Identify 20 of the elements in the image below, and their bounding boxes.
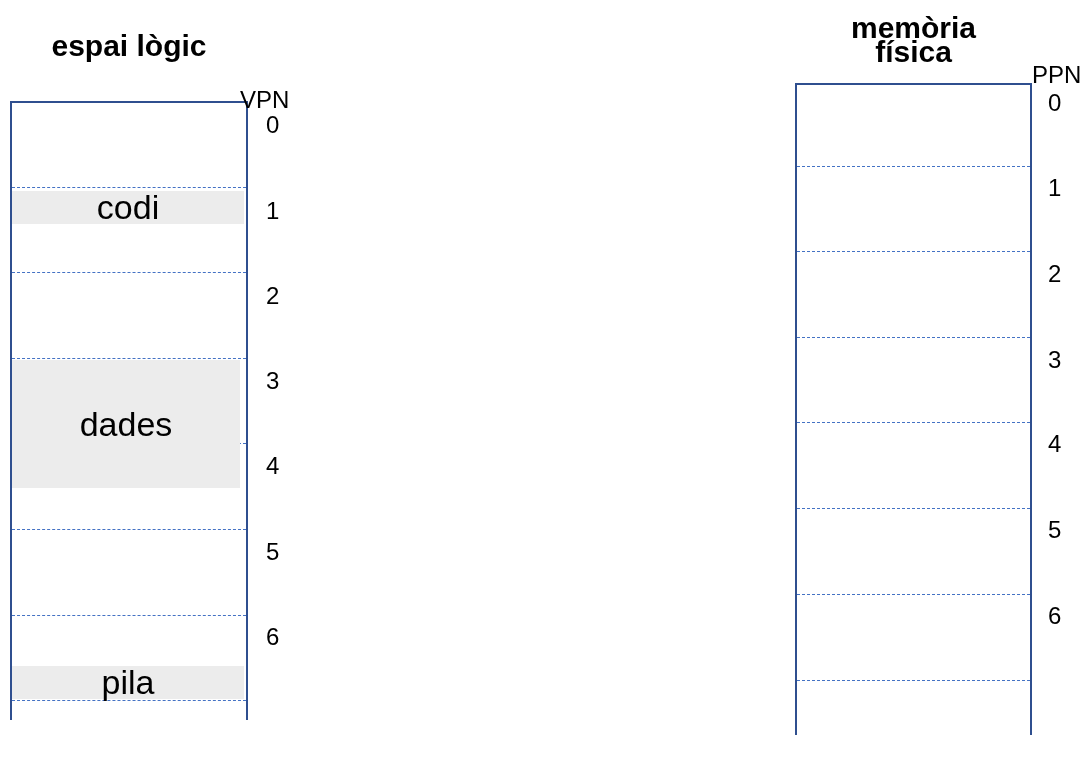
page-number: 3 — [1048, 346, 1062, 374]
memory-segment: codi — [12, 191, 244, 224]
memory-segment: pila — [12, 666, 244, 699]
page-number: 4 — [266, 452, 280, 480]
page-number: 2 — [1048, 260, 1062, 288]
column-label: VPN — [240, 86, 290, 114]
column-heading: memòria física — [849, 16, 978, 64]
page-number: 3 — [266, 367, 280, 395]
page-number: 5 — [1048, 516, 1062, 544]
page-number: 0 — [1048, 89, 1062, 117]
memory-segment: dades — [12, 360, 240, 488]
page-number: 1 — [1048, 174, 1062, 202]
column-label: PPN — [1032, 61, 1082, 89]
page-number: 4 — [1048, 430, 1062, 458]
page-number: 1 — [266, 197, 280, 225]
page-number: 2 — [266, 282, 280, 310]
page-number: 6 — [266, 623, 280, 651]
page-number: 0 — [266, 111, 280, 139]
page-number: 6 — [1048, 602, 1062, 630]
page-number: 5 — [266, 538, 280, 566]
